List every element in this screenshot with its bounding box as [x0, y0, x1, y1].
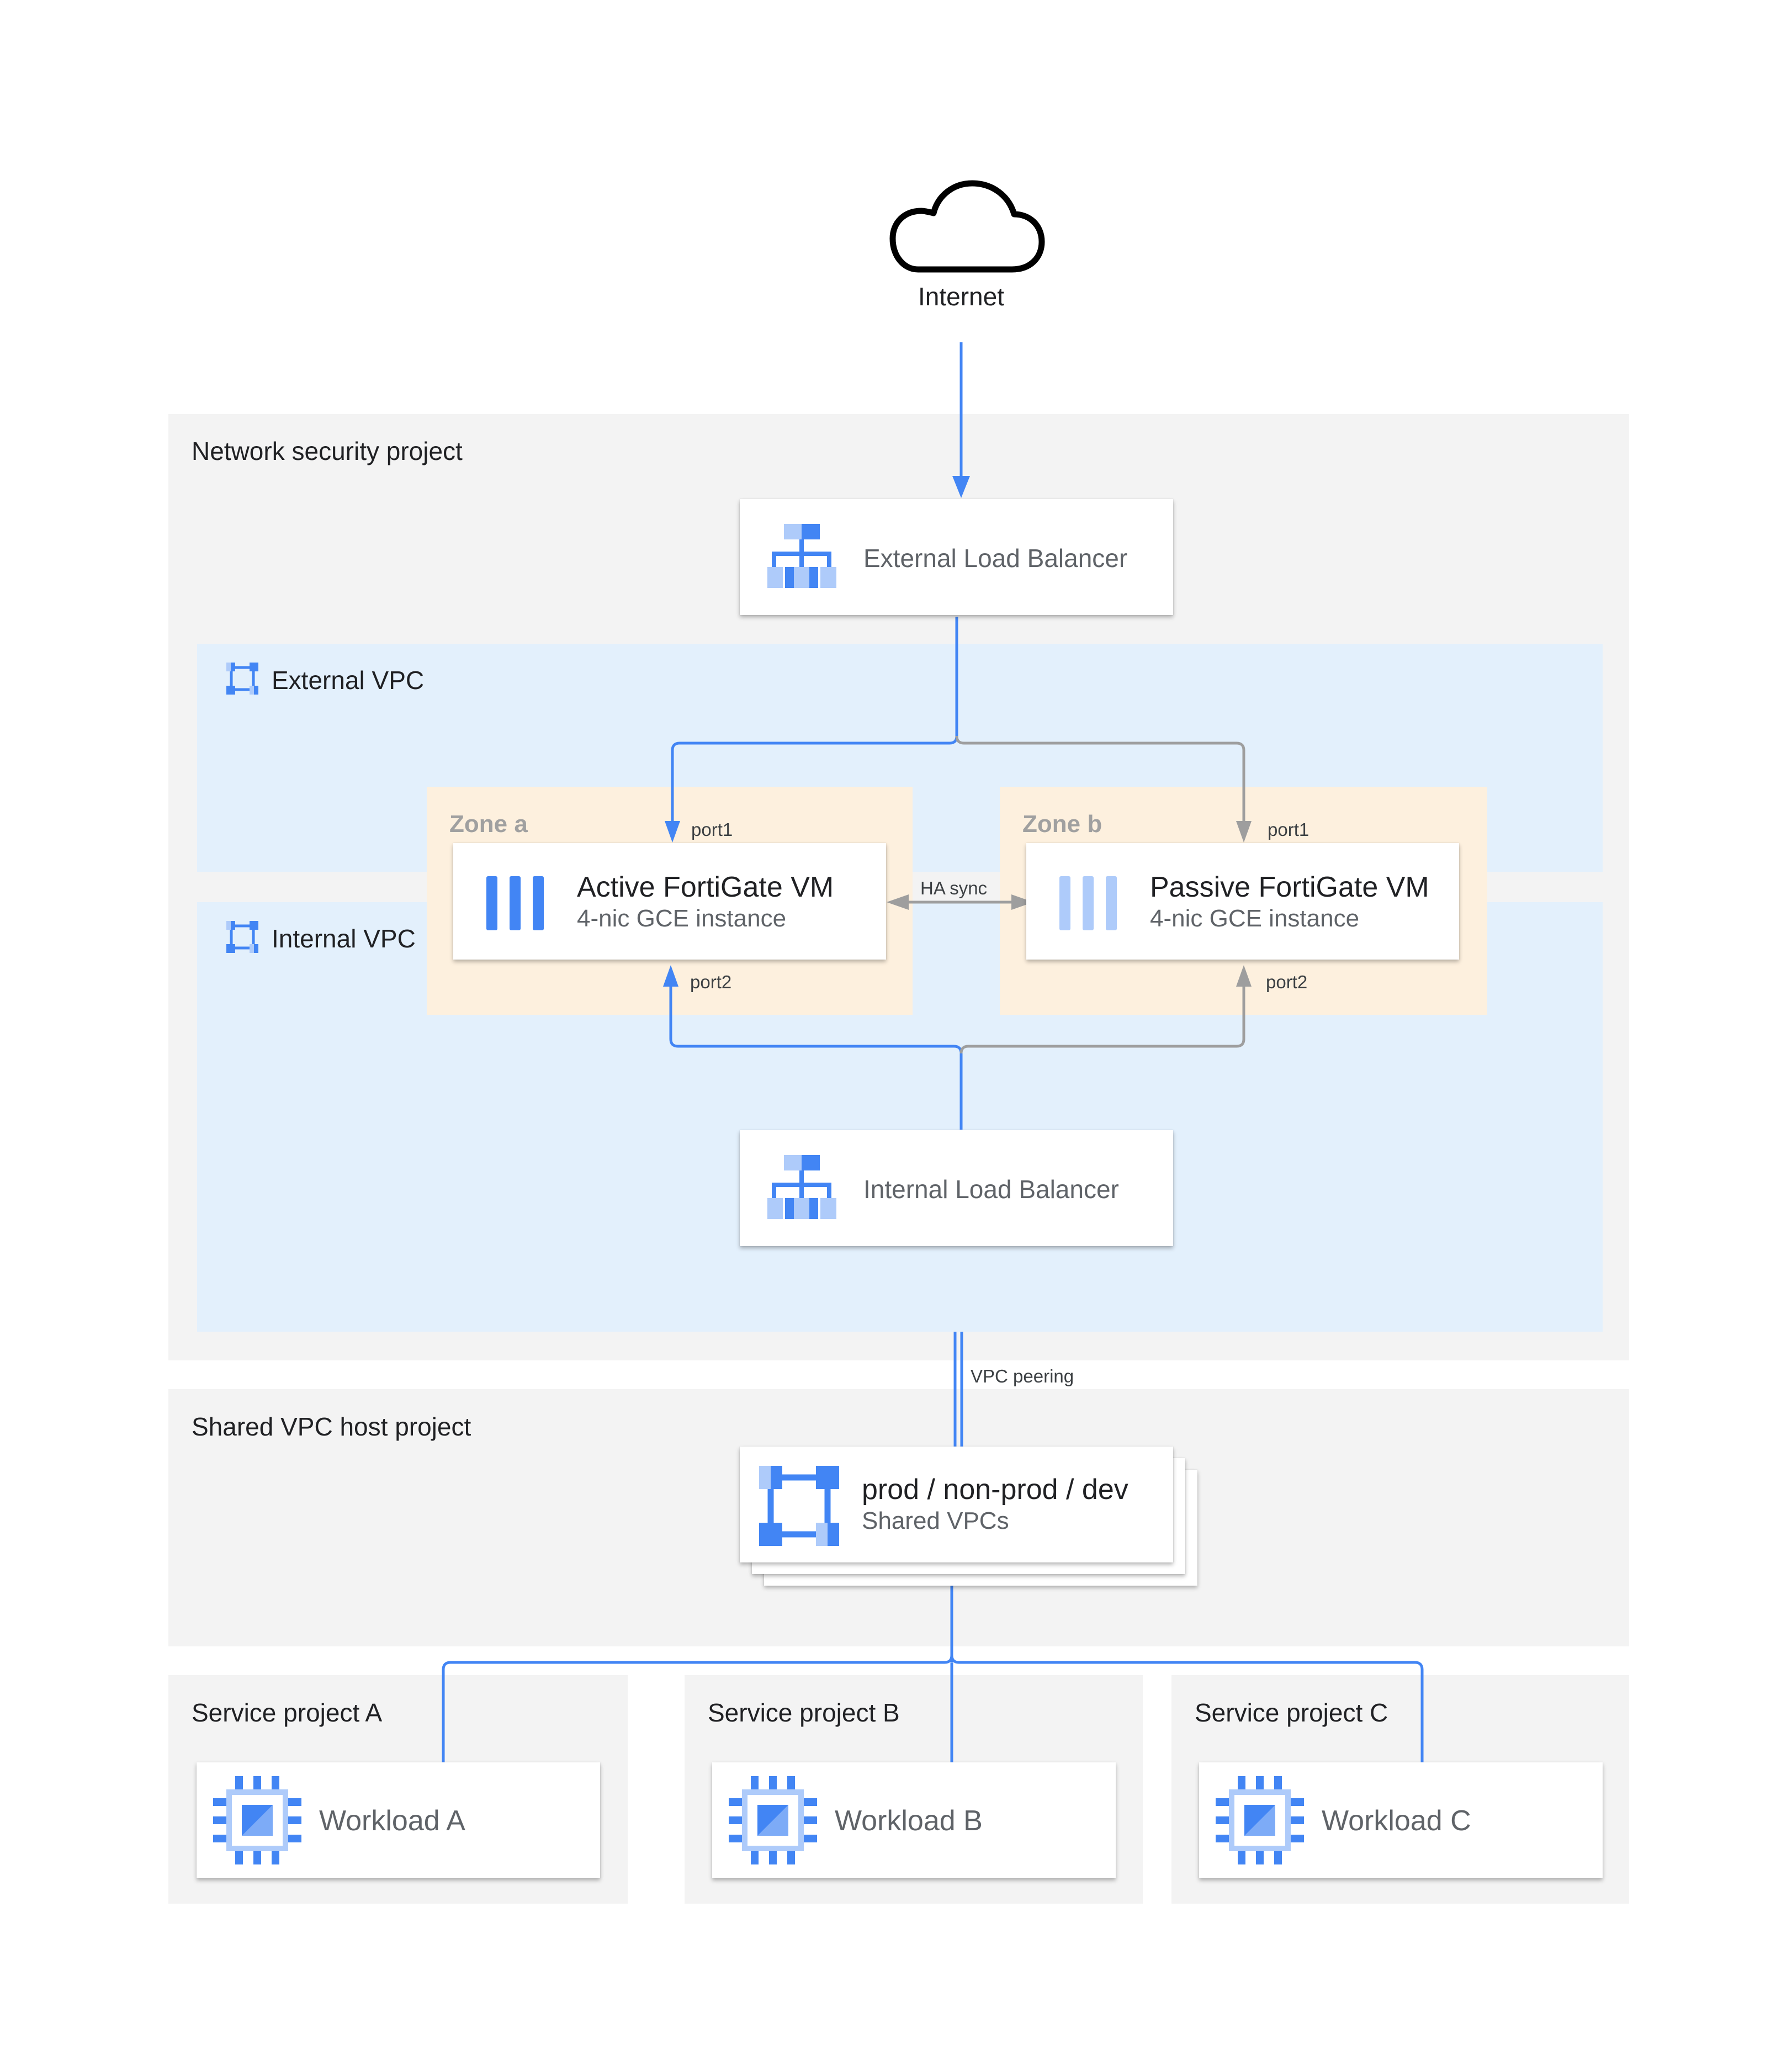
chip-icon	[213, 1776, 301, 1864]
shared-vpcs-card[interactable]: prod / non-prod / dev Shared VPCs	[740, 1447, 1173, 1562]
workload-b-card[interactable]: Workload B	[712, 1762, 1116, 1878]
passive-fortigate-vm-card[interactable]: Passive FortiGate VM 4-nic GCE instance	[1026, 843, 1459, 960]
workload-c-card[interactable]: Workload C	[1199, 1762, 1603, 1878]
zone-a-title: Zone a	[449, 810, 528, 838]
vpc-icon	[226, 663, 258, 695]
chip-icon	[729, 1776, 817, 1864]
cloud-icon	[889, 180, 1045, 273]
ilb-to-passive-link	[959, 977, 1245, 1054]
active-vm-subtitle: 4-nic GCE instance	[577, 905, 787, 932]
load-balancer-icon	[767, 1155, 836, 1219]
shared-vpcs-title: prod / non-prod / dev	[862, 1474, 1128, 1506]
workload-a-card[interactable]: Workload A	[197, 1762, 600, 1878]
external-vpc-title: External VPC	[272, 666, 425, 695]
compute-instance-icon	[486, 876, 544, 930]
internal-load-balancer-card[interactable]: Internal Load Balancer	[740, 1130, 1173, 1246]
shared-vpcs-subtitle: Shared VPCs	[862, 1507, 1009, 1534]
zone-a-port2-label: port2	[690, 972, 732, 992]
service-project-b-title: Service project B	[708, 1698, 900, 1727]
active-vm-title: Active FortiGate VM	[577, 871, 834, 903]
vpc-peering-label: VPC peering	[971, 1366, 1074, 1386]
elb-to-active-link	[671, 617, 958, 831]
shared-vpc-host-project-title: Shared VPC host project	[192, 1412, 471, 1441]
compute-instance-icon	[1059, 876, 1117, 930]
network-security-project-title: Network security project	[192, 437, 463, 465]
internet-label: Internet	[918, 282, 1004, 311]
passive-vm-title: Passive FortiGate VM	[1150, 871, 1429, 903]
ilb-to-active-link	[669, 977, 963, 1130]
internal-vpc-title: Internal VPC	[272, 924, 416, 953]
shared-vpc-to-workload-a	[442, 1655, 953, 1762]
vpc-icon	[226, 921, 258, 953]
load-balancer-icon	[767, 524, 836, 588]
workload-c-label: Workload C	[1322, 1805, 1471, 1837]
passive-vm-subtitle: 4-nic GCE instance	[1150, 905, 1360, 932]
zone-b-port1-label: port1	[1268, 819, 1309, 840]
service-project-c-title: Service project C	[1195, 1698, 1388, 1727]
service-project-a-title: Service project A	[192, 1698, 383, 1727]
zone-b-port2-label: port2	[1266, 972, 1308, 992]
ha-sync-label: HA sync	[920, 878, 988, 898]
elb-to-passive-link	[955, 735, 1245, 831]
external-lb-label: External Load Balancer	[863, 544, 1128, 573]
shared-vpc-to-workload-c	[950, 1655, 1424, 1762]
zone-a-port1-label: port1	[691, 819, 733, 840]
vpc-icon	[759, 1466, 839, 1546]
active-fortigate-vm-card[interactable]: Active FortiGate VM 4-nic GCE instance	[453, 843, 886, 960]
workload-b-label: Workload B	[835, 1805, 983, 1837]
chip-icon	[1216, 1776, 1304, 1864]
internal-lb-label: Internal Load Balancer	[863, 1175, 1119, 1204]
zone-b-title: Zone b	[1022, 810, 1102, 838]
external-load-balancer-card[interactable]: External Load Balancer	[740, 499, 1173, 615]
workload-a-label: Workload A	[319, 1805, 465, 1837]
